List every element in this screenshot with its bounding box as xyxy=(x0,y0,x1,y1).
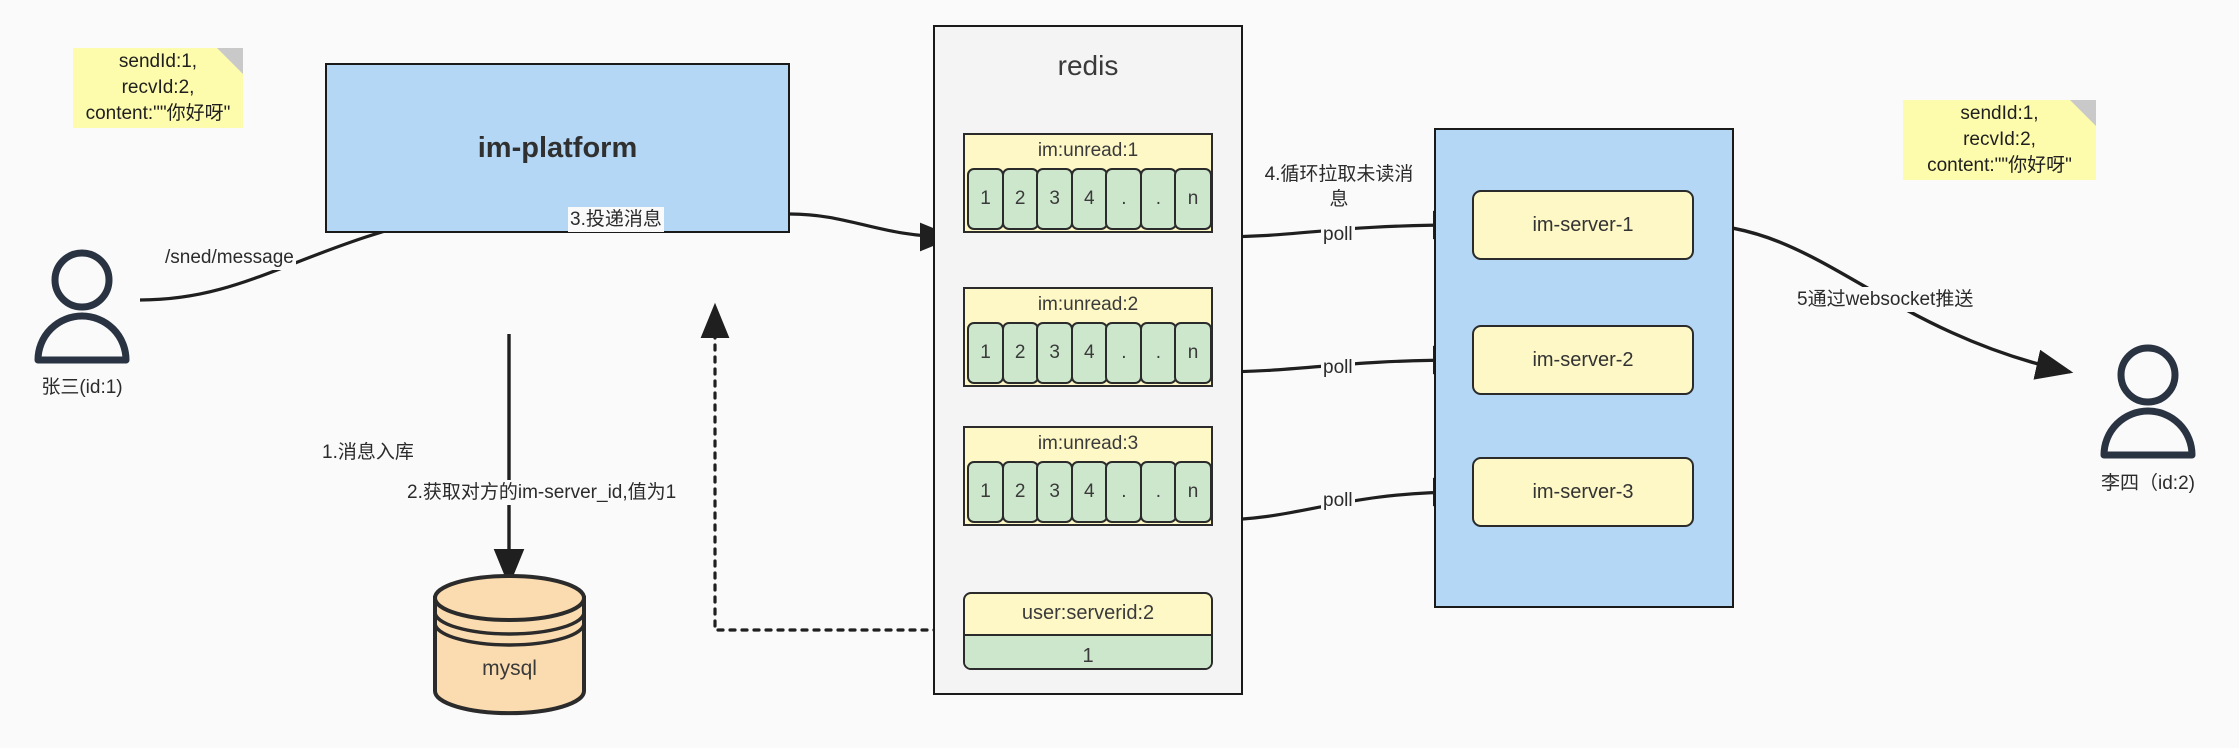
im-platform-box[interactable]: im-platform xyxy=(325,63,790,233)
queue-cell: 2 xyxy=(1001,168,1039,230)
im-server-3-label: im-server-3 xyxy=(1532,480,1634,503)
redis-queue-1-key: im:unread:2 xyxy=(1037,294,1139,315)
redis-queue-2-cells: 1 2 3 4 . . n xyxy=(965,461,1212,523)
redis-queue-2: im:unread:3 1 2 3 4 . . n xyxy=(963,426,1213,526)
queue-cell: . xyxy=(1105,168,1143,230)
redis-title: redis xyxy=(1057,50,1119,81)
queue-cell: n xyxy=(1174,168,1212,230)
note-fold-icon xyxy=(217,48,243,74)
edge-label-step5: 5通过websocket推送 xyxy=(1795,287,1976,312)
edge-label-step1: 1.消息入库 xyxy=(320,440,416,465)
edge-label-send-message: /sned/message xyxy=(163,245,296,270)
queue-cell: n xyxy=(1174,461,1212,523)
queue-cell: 1 xyxy=(967,322,1005,384)
actor-receiver-label: 李四（id:2) xyxy=(2101,473,2195,494)
queue-cell: 4 xyxy=(1070,461,1108,523)
queue-cell: 3 xyxy=(1036,168,1074,230)
queue-cell: 2 xyxy=(1001,461,1039,523)
queue-cell: 4 xyxy=(1070,322,1108,384)
im-server-1-label: im-server-1 xyxy=(1532,213,1634,236)
redis-queue-0-key: im:unread:1 xyxy=(1037,140,1139,161)
queue-cell: 3 xyxy=(1036,461,1074,523)
queue-cell: . xyxy=(1105,461,1143,523)
edge-label-poll-3: poll xyxy=(1321,488,1355,513)
redis-kv-value: 1 xyxy=(965,634,1211,668)
note-right-text: sendId:1, recvId:2, content:""你好呀" xyxy=(1927,103,2072,176)
actor-receiver xyxy=(2088,335,2208,465)
queue-cell: . xyxy=(1139,168,1177,230)
queue-cell: . xyxy=(1139,322,1177,384)
actor-sender xyxy=(22,240,142,370)
note-fold-icon xyxy=(2070,100,2096,126)
edge-label-step2: 2.获取对方的im-server_id,值为1 xyxy=(405,480,679,505)
queue-cell: . xyxy=(1139,461,1177,523)
queue-cell: n xyxy=(1174,322,1212,384)
edge-label-poll-2: poll xyxy=(1321,355,1355,380)
im-server-2-label: im-server-2 xyxy=(1532,348,1634,371)
redis-queue-1-cells: 1 2 3 4 . . n xyxy=(965,322,1212,384)
note-left-text: sendId:1, recvId:2, content:""你好呀" xyxy=(85,51,231,124)
actor-sender-label: 张三(id:1) xyxy=(41,377,123,398)
queue-cell: . xyxy=(1105,322,1143,384)
redis-queue-2-key: im:unread:3 xyxy=(1037,433,1139,454)
redis-kv-key: user:serverid:2 xyxy=(1021,602,1155,624)
im-server-1-box[interactable]: im-server-1 xyxy=(1472,190,1694,260)
edge-label-poll-1: poll xyxy=(1321,222,1355,247)
redis-queue-0: im:unread:1 1 2 3 4 . . n xyxy=(963,133,1213,233)
note-left: sendId:1, recvId:2, content:""你好呀" xyxy=(73,48,243,128)
user-icon xyxy=(34,249,130,364)
mysql-label: mysql xyxy=(482,657,537,680)
queue-cell: 1 xyxy=(967,461,1005,523)
user-icon xyxy=(2100,344,2196,459)
im-server-2-box[interactable]: im-server-2 xyxy=(1472,325,1694,395)
redis-kv-user-serverid: user:serverid:2 1 xyxy=(963,592,1213,670)
im-server-3-box[interactable]: im-server-3 xyxy=(1472,457,1694,527)
redis-queue-0-cells: 1 2 3 4 . . n xyxy=(965,168,1212,230)
im-platform-label: im-platform xyxy=(477,131,638,164)
edge-label-step4: 4.循环拉取未读消 息 xyxy=(1252,162,1426,212)
queue-cell: 3 xyxy=(1036,322,1074,384)
queue-cell: 1 xyxy=(967,168,1005,230)
queue-cell: 4 xyxy=(1070,168,1108,230)
note-right: sendId:1, recvId:2, content:""你好呀" xyxy=(1903,100,2096,180)
queue-cell: 2 xyxy=(1001,322,1039,384)
redis-queue-1: im:unread:2 1 2 3 4 . . n xyxy=(963,287,1213,387)
mysql-database[interactable]: mysql xyxy=(431,572,588,717)
edge-label-step3: 3.投递消息 xyxy=(568,207,664,232)
database-icon: mysql xyxy=(433,574,586,716)
